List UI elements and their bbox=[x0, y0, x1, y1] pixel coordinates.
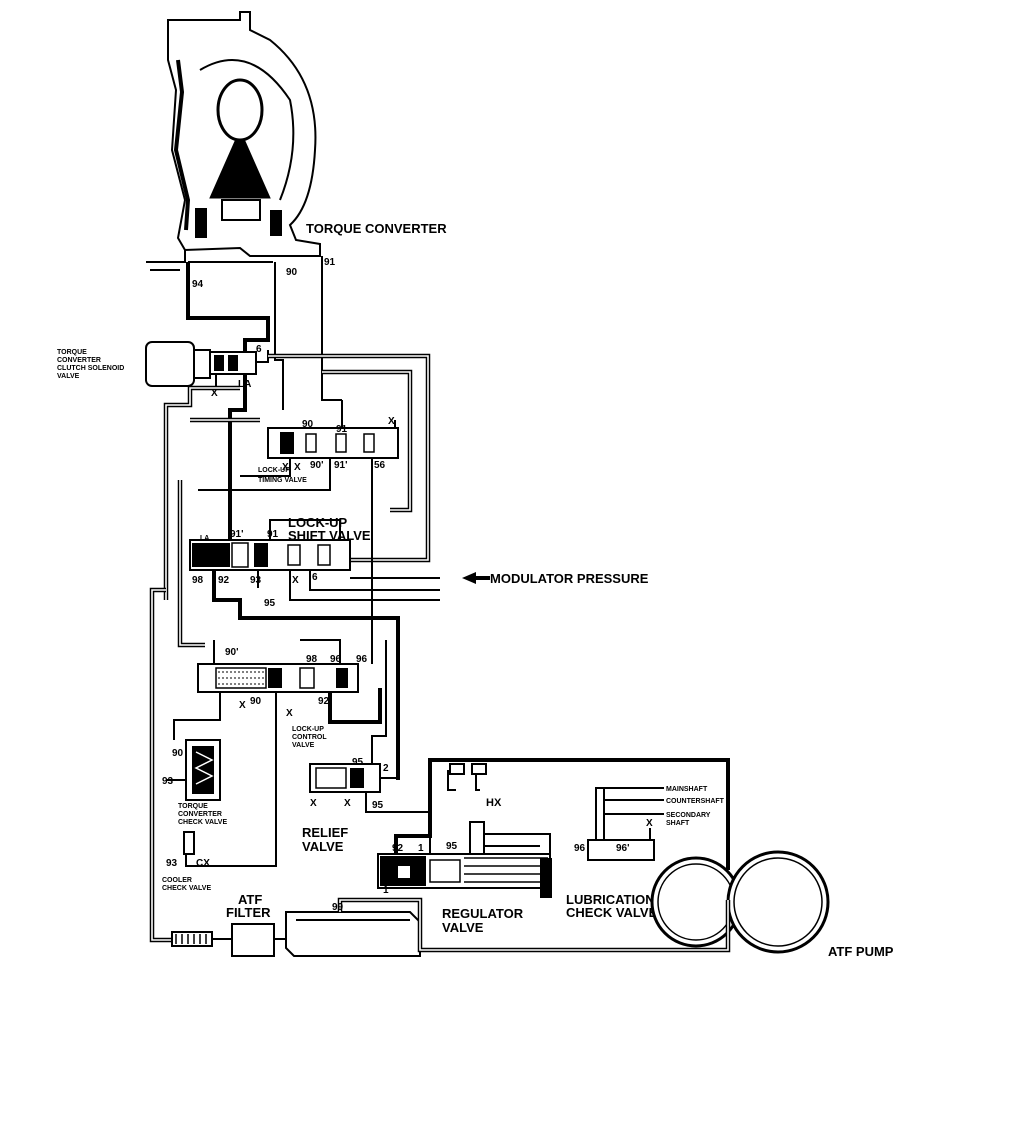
control-label-3: VALVE bbox=[292, 742, 315, 749]
filter-port-99: 99 bbox=[332, 902, 344, 913]
shift-port-91: 91 bbox=[267, 529, 279, 540]
mainshaft-label: MAINSHAFT bbox=[666, 786, 708, 793]
shift-port-95: 95 bbox=[264, 598, 276, 609]
shift-port-93: 93 bbox=[250, 575, 262, 586]
regulator-label-2: VALVE bbox=[442, 920, 484, 935]
lockup-control-valve bbox=[173, 639, 382, 867]
x-mark: X bbox=[388, 416, 395, 427]
control-port-96b: 96 bbox=[356, 654, 368, 665]
cx-mark: CX bbox=[196, 858, 210, 869]
countershaft-label: COUNTERSHAFT bbox=[666, 798, 725, 805]
port-91-label: 91 bbox=[324, 257, 336, 268]
cooler-label-1: COOLER bbox=[162, 877, 192, 884]
control-label-2: CONTROL bbox=[292, 734, 327, 741]
relief-port-95b: 95 bbox=[372, 800, 384, 811]
timing-port-91p: 91' bbox=[334, 460, 348, 471]
regulator-valve bbox=[377, 758, 730, 898]
outer-circuit-lines bbox=[149, 353, 431, 943]
shift-port-la: LA bbox=[200, 535, 209, 542]
timing-port-90p: 90' bbox=[310, 460, 324, 471]
timing-label-2: TIMING VALVE bbox=[258, 477, 307, 484]
atf-pump-label: ATF PUMP bbox=[828, 944, 894, 959]
atf-filter-label-2: FILTER bbox=[226, 905, 271, 920]
port-6-label: 6 bbox=[256, 344, 262, 355]
lub-port-96p: 96' bbox=[616, 843, 630, 854]
control-port-98: 98 bbox=[306, 654, 318, 665]
solenoid-label-1: TORQUE bbox=[57, 349, 87, 356]
lubrication-check-valve bbox=[587, 787, 664, 861]
relief-port-95: 95 bbox=[352, 757, 364, 768]
modulator-arrow bbox=[462, 572, 490, 584]
control-port-96: 96 bbox=[330, 654, 342, 665]
port-90-label: 90 bbox=[286, 267, 298, 278]
cooler-port-93: 93 bbox=[166, 858, 178, 869]
x-mark: X bbox=[239, 700, 246, 711]
relief-label-1: RELIEF bbox=[302, 825, 348, 840]
regulator-label-1: REGULATOR bbox=[442, 906, 524, 921]
regulator-port-1: 1 bbox=[418, 843, 424, 854]
lubrication-label-1: LUBRICATION bbox=[566, 892, 655, 907]
shift-port-91p: 91' bbox=[230, 529, 244, 540]
shift-label-2: SHIFT VALVE bbox=[288, 528, 371, 543]
solenoid-label-2: CONVERTER bbox=[57, 357, 101, 364]
tc-check-valve bbox=[166, 739, 221, 867]
atf-filter bbox=[171, 897, 731, 957]
control-port-92: 92 bbox=[318, 696, 330, 707]
x-mark: X bbox=[282, 462, 289, 473]
tc-check-label-3: CHECK VALVE bbox=[178, 819, 227, 826]
solenoid-label-3: CLUTCH SOLENOID bbox=[57, 365, 124, 372]
relief-valve bbox=[309, 640, 430, 813]
timing-label-1: LOCK-UP bbox=[258, 467, 290, 474]
tc-check-label-2: CONVERTER bbox=[178, 811, 222, 818]
x-mark: X bbox=[344, 798, 351, 809]
x-mark: X bbox=[646, 818, 653, 829]
modulator-pressure-label: MODULATOR PRESSURE bbox=[490, 571, 649, 586]
hx-label: HX bbox=[486, 797, 502, 809]
timing-port-90: 90 bbox=[302, 419, 314, 430]
shift-label-1: LOCK-UP bbox=[288, 515, 348, 530]
x-mark: X bbox=[310, 798, 317, 809]
torque-converter-label: TORQUE CONVERTER bbox=[306, 221, 447, 236]
shift-port-92: 92 bbox=[218, 575, 230, 586]
clutch-solenoid-valve bbox=[145, 341, 269, 390]
lockup-shift-valve bbox=[189, 519, 440, 780]
solenoid-label-4: VALVE bbox=[57, 373, 80, 380]
shift-port-6: 6 bbox=[312, 572, 318, 583]
x-mark: X bbox=[294, 462, 301, 473]
control-port-90p: 90' bbox=[225, 647, 239, 658]
hx-connections bbox=[447, 763, 487, 791]
secondary-label-1: SECONDARY bbox=[666, 812, 711, 819]
tc-lines bbox=[186, 256, 342, 540]
secondary-label-2: SHAFT bbox=[666, 820, 690, 827]
timing-port-56: 56 bbox=[374, 460, 386, 471]
regulator-port-95: 95 bbox=[446, 841, 458, 852]
cooler-label-2: CHECK VALVE bbox=[162, 885, 211, 892]
regulator-port-1b: 1 bbox=[383, 885, 389, 896]
lubrication-label-2: CHECK VALVE bbox=[566, 905, 658, 920]
x-mark: X bbox=[286, 708, 293, 719]
x-mark: X bbox=[211, 388, 218, 399]
atf-filter-label-1: ATF bbox=[238, 892, 262, 907]
port-94-label: 94 bbox=[192, 279, 204, 290]
lockup-timing-valve bbox=[198, 400, 399, 640]
tc-check-label-1: TORQUE bbox=[178, 803, 208, 810]
lub-port-96: 96 bbox=[574, 843, 586, 854]
torque-converter bbox=[146, 11, 321, 271]
relief-port-2: 2 bbox=[383, 763, 389, 774]
control-label-1: LOCK-UP bbox=[292, 726, 324, 733]
shift-port-98: 98 bbox=[192, 575, 204, 586]
relief-label-2: VALVE bbox=[302, 839, 344, 854]
regulator-port-92: 92 bbox=[392, 843, 404, 854]
control-port-90: 90 bbox=[250, 696, 262, 707]
timing-port-91: 91 bbox=[336, 424, 348, 435]
atf-pump bbox=[650, 850, 830, 954]
port-la-label: LA bbox=[238, 379, 251, 390]
x-mark: X bbox=[292, 575, 299, 586]
check-port-93: 93 bbox=[162, 776, 174, 787]
check-port-90: 90 bbox=[172, 748, 184, 759]
